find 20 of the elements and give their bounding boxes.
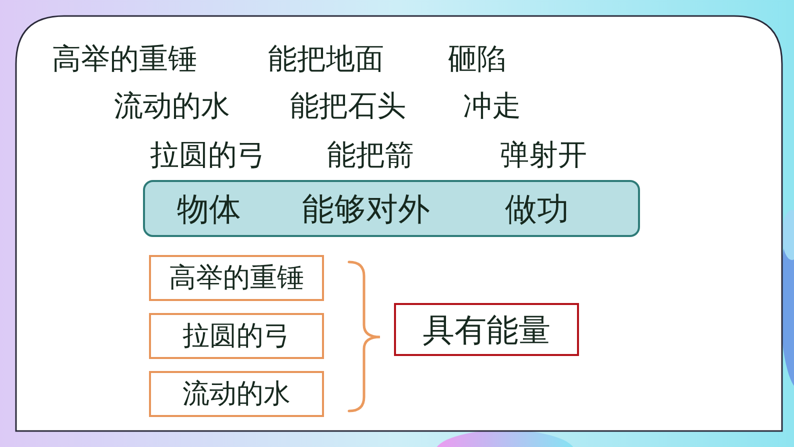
- box-text: 拉圆的弓: [182, 322, 290, 350]
- conclusion-box: [394, 303, 579, 356]
- example-box: [149, 255, 324, 301]
- box-text: 高举的重锤: [169, 264, 304, 292]
- example-box: [149, 313, 324, 359]
- statement-text: 流动的水: [114, 92, 230, 120]
- statement-text: 冲走: [463, 92, 521, 120]
- statement-text: 高举的重锤: [52, 44, 197, 74]
- statement-text: 能把石头: [290, 92, 406, 120]
- statement-text: 砸陷: [448, 44, 506, 74]
- statement-text: 拉圆的弓: [150, 140, 266, 170]
- box-text: 具有能量: [422, 314, 550, 346]
- band-text: 做功: [505, 192, 569, 224]
- band-text: 能够对外: [302, 192, 430, 224]
- statement-text: 能把地面: [268, 44, 384, 74]
- highlight-band: [143, 180, 640, 237]
- band-text: 物体: [177, 192, 241, 224]
- example-box: [149, 371, 324, 417]
- box-text: 流动的水: [182, 380, 290, 408]
- statement-text: 能把箭: [327, 140, 414, 170]
